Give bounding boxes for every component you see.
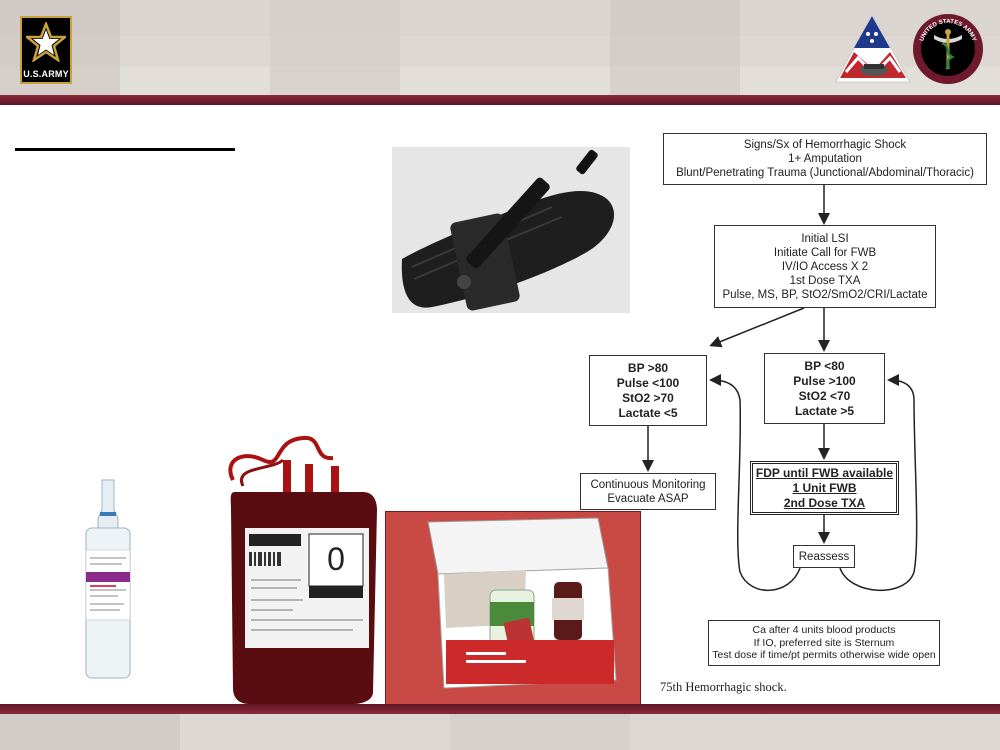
figure-caption: 75th Hemorrhagic shock. xyxy=(660,680,787,694)
army-logo: U.S.ARMY xyxy=(20,16,72,84)
star-icon xyxy=(26,22,66,62)
footer-stripe xyxy=(0,704,1000,714)
flow-box-stable-vitals: BP >80 Pulse <100 StO2 >70 Lactate <5 xyxy=(589,355,707,426)
flow-box-treatment: FDP until FWB available 1 Unit FWB 2nd D… xyxy=(750,461,899,515)
blood-bag-photo: 0 xyxy=(213,430,381,706)
flag-seal-icon xyxy=(835,12,911,83)
flow-box-continuous-monitoring: Continuous Monitoring Evacuate ASAP xyxy=(580,473,716,510)
txa-ampoule-photo xyxy=(78,478,138,684)
footer-band xyxy=(0,714,1000,750)
title-underline xyxy=(15,148,235,151)
header-band xyxy=(0,0,1000,95)
tourniquet-photo xyxy=(392,147,630,313)
flow-box-initial-lsi: Initial LSI Initiate Call for FWB IV/IO … xyxy=(714,225,936,308)
header-stripe xyxy=(0,95,1000,105)
flow-box-start: Signs/Sx of Hemorrhagic Shock 1+ Amputat… xyxy=(663,133,987,185)
calcium-kit-photo xyxy=(385,511,641,705)
svg-text:0: 0 xyxy=(327,541,345,577)
army-logo-text: U.S.ARMY xyxy=(23,69,69,79)
flow-box-notes: Ca after 4 units blood products If IO, p… xyxy=(708,620,940,666)
flow-box-unstable-vitals: BP <80 Pulse >100 StO2 <70 Lactate >5 xyxy=(764,353,885,424)
flow-box-reassess: Reassess xyxy=(793,545,855,568)
surgical-research-seal-icon: UNITED STATES ARMY xyxy=(913,14,983,84)
